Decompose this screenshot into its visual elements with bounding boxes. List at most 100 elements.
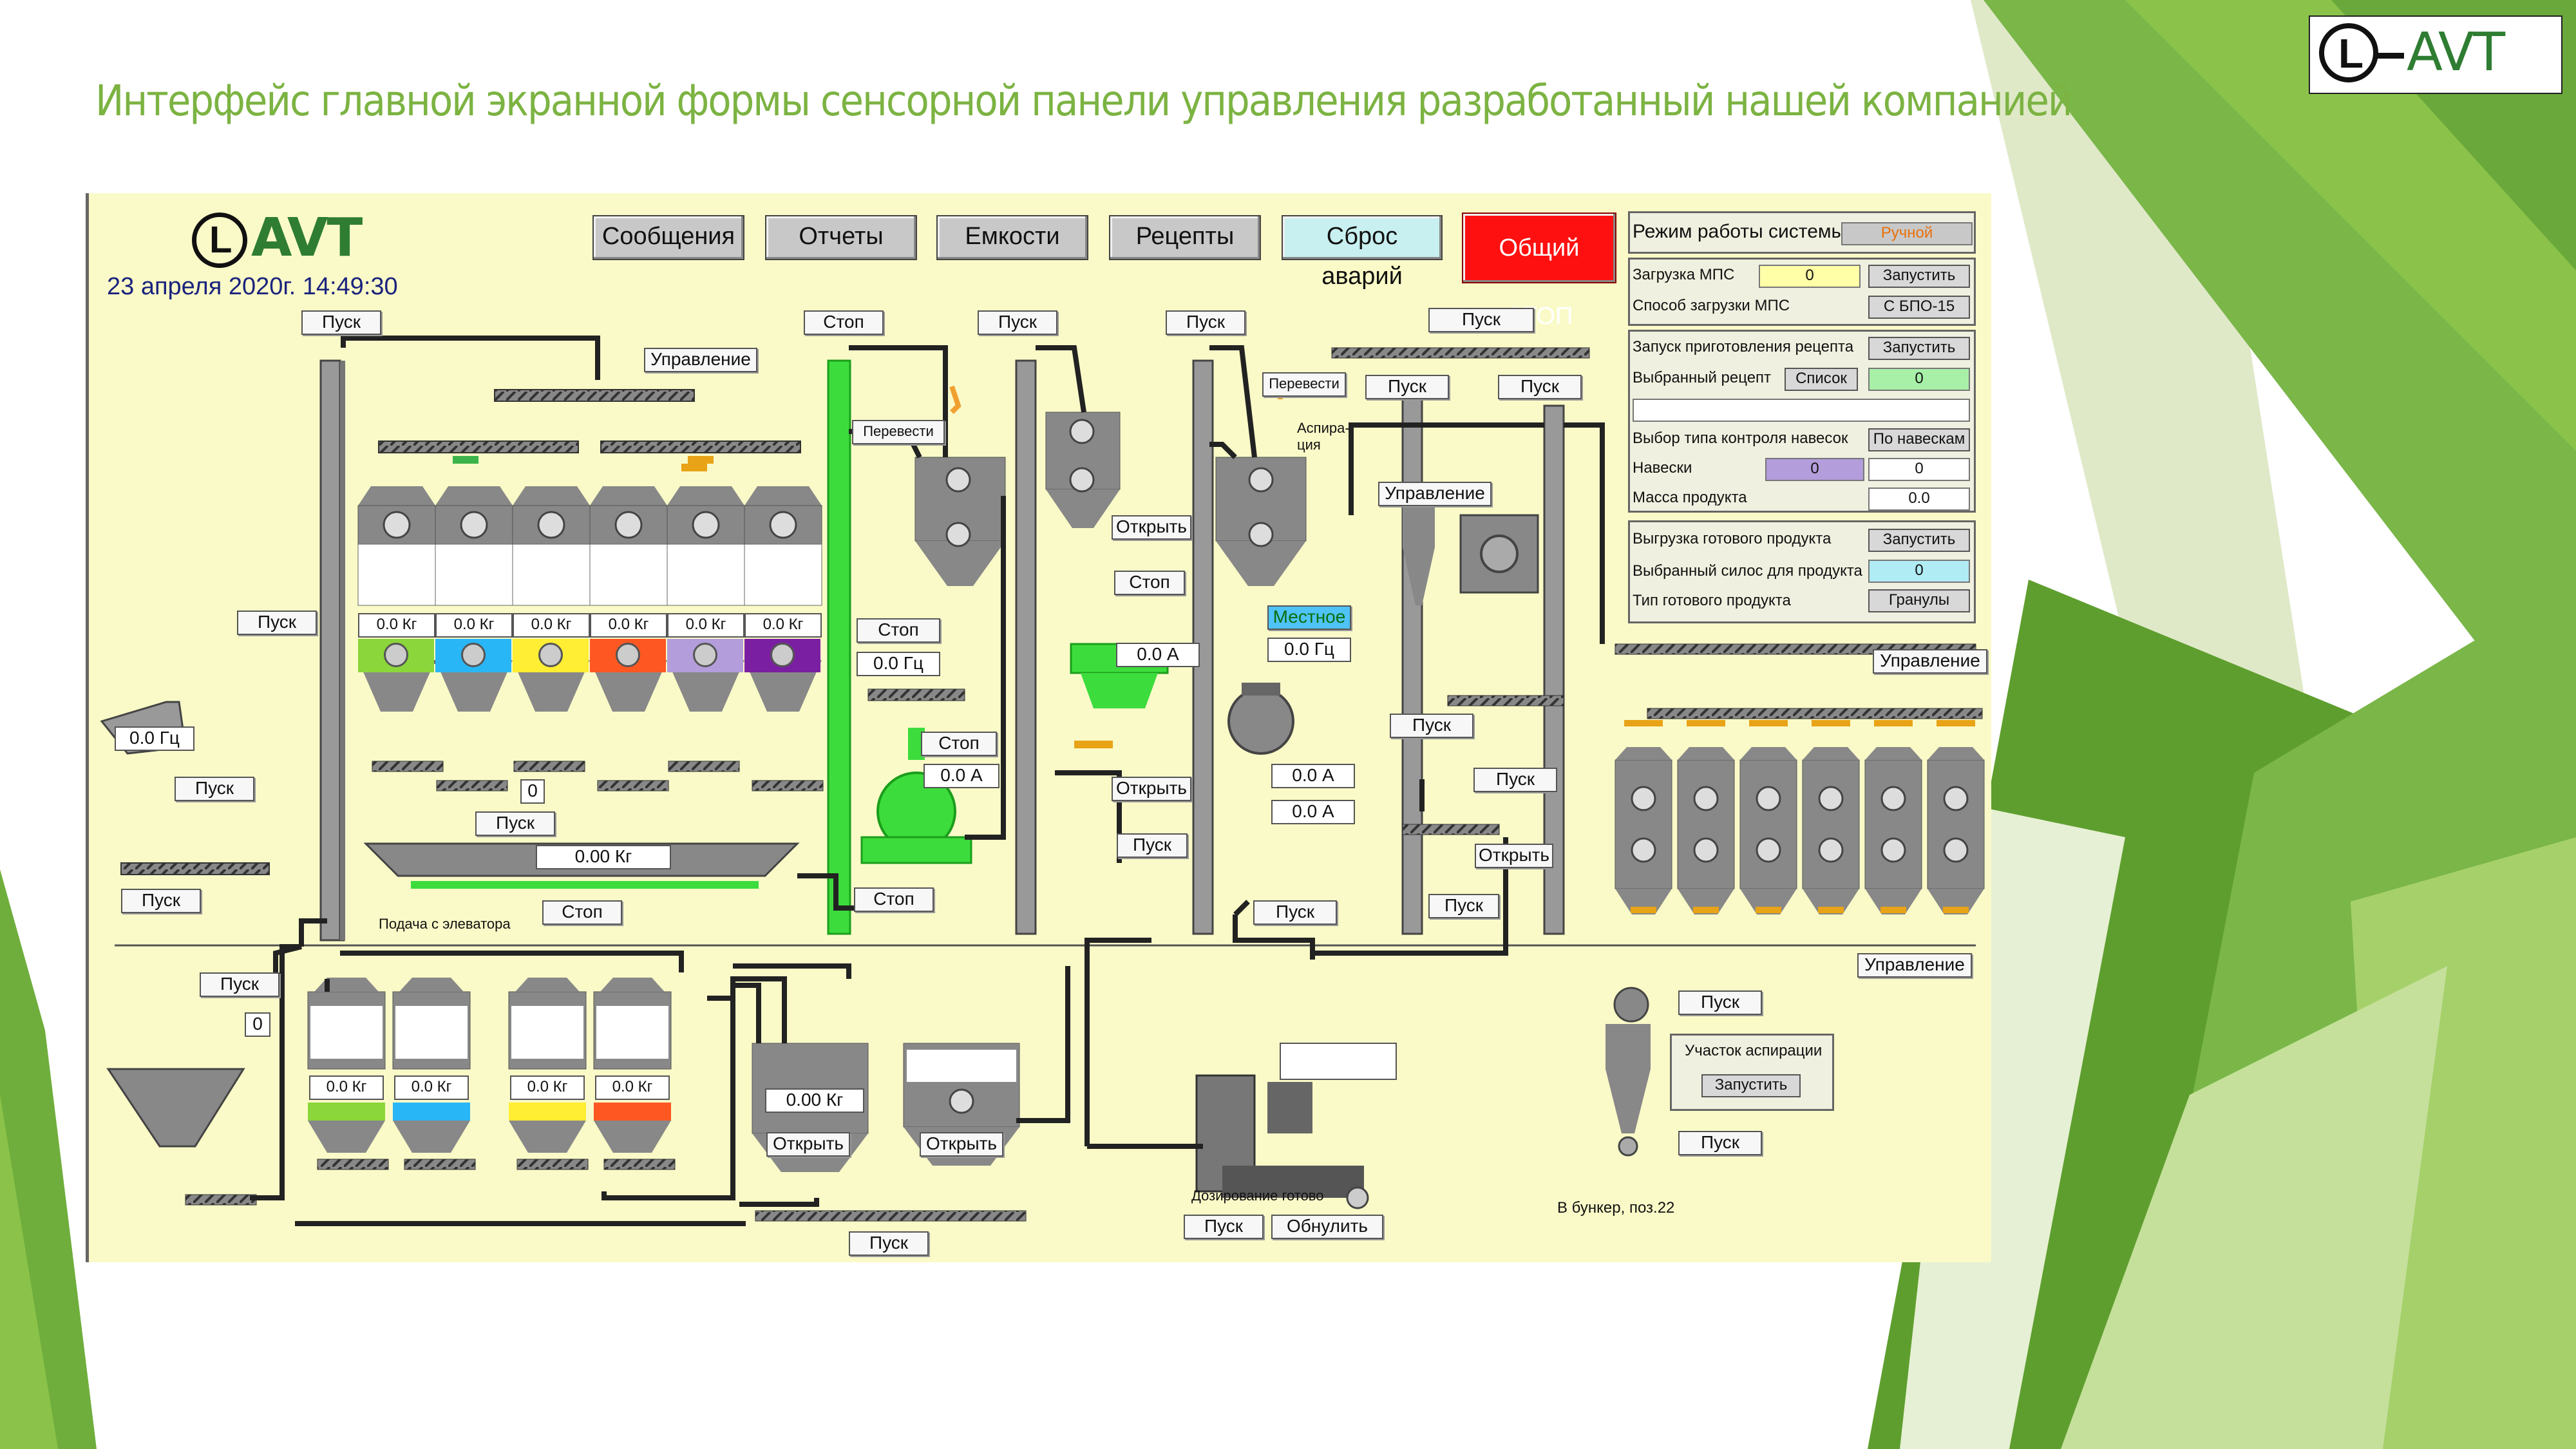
open-button-cooler[interactable]: Открыть: [1112, 777, 1191, 801]
start-button-silo-2[interactable]: Пуск: [978, 310, 1057, 335]
feed-from-elevator-label: Подача с элеватора: [379, 916, 511, 932]
control-button-bins[interactable]: Управление: [644, 348, 757, 372]
bin-color-strip-4: [590, 639, 666, 672]
start-button-bunker[interactable]: Пуск: [475, 811, 555, 836]
hmi-screen: L AVT 23 апреля 2020г. 14:49:30 Сообщени…: [86, 193, 1991, 1262]
start-button-lower-elevator[interactable]: Пуск: [1253, 900, 1337, 925]
control-type-button[interactable]: По навескам: [1868, 428, 1970, 451]
mps-panel: Загрузка МПС 0 Запустить Способ загрузки…: [1628, 258, 1976, 326]
emergency-stop-button[interactable]: Общий СТОП: [1462, 213, 1616, 330]
tanks-button[interactable]: Емкости: [936, 215, 1088, 260]
start-button-lower-hopper[interactable]: Пуск: [200, 972, 279, 997]
reset-alarms-button[interactable]: Сброс аварий: [1282, 215, 1443, 290]
start-button-conveyor-right[interactable]: Пуск: [1428, 894, 1499, 918]
start-button-silo-3[interactable]: Пуск: [1166, 310, 1245, 335]
product-silo-5: [1864, 759, 1922, 889]
silo-label: Выбранный силос для продукта: [1633, 562, 1862, 580]
lower-bin-weight-4: 0.0 Кг: [595, 1075, 670, 1100]
mode-value[interactable]: Ручной: [1841, 222, 1973, 245]
pellet-press: [1227, 683, 1294, 755]
start-button-aspiration-1[interactable]: Пуск: [1678, 990, 1762, 1015]
unload-panel: Выгрузка готового продукта Запустить Выб…: [1628, 520, 1976, 623]
bin-valve-icon[interactable]: [384, 643, 408, 667]
mps-method-button[interactable]: С БПО-15: [1868, 296, 1970, 319]
local-mode-button[interactable]: Местное: [1267, 605, 1351, 630]
lower-bin-weight-3: 0.0 Кг: [510, 1075, 585, 1100]
bin-valve-icon[interactable]: [538, 643, 563, 667]
open-button-scale-hopper[interactable]: Открыть: [766, 1132, 850, 1157]
bin-valve-icon[interactable]: [693, 643, 717, 667]
control-button-silos[interactable]: Управление: [1873, 649, 1987, 674]
messages-button[interactable]: Сообщения: [592, 215, 744, 260]
company-logo: L AVT: [2309, 15, 2562, 94]
stop-button-green-elevator[interactable]: Стоп: [804, 310, 884, 335]
mill-frequency-value: 0.0 Гц: [857, 652, 940, 676]
start-button-left-elevator[interactable]: Пуск: [237, 611, 317, 635]
start-button-top-conveyor[interactable]: Пуск: [1428, 308, 1534, 332]
unload-start-button[interactable]: Запустить: [1868, 529, 1970, 552]
open-button-small-tank[interactable]: Открыть: [920, 1132, 1003, 1157]
start-button-lower-screw[interactable]: Пуск: [849, 1231, 929, 1256]
start-button-cooler-2[interactable]: Пуск: [1498, 375, 1582, 399]
bin-weight-4: 0.0 Кг: [590, 613, 667, 638]
product-type-button[interactable]: Гранулы: [1868, 589, 1970, 612]
portions-value-2: 0: [1868, 458, 1970, 481]
aspiration-panel-label: Участок аспирации: [1685, 1042, 1823, 1059]
recipes-button[interactable]: Рецепты: [1109, 215, 1261, 260]
silo-3: [1215, 457, 1307, 586]
recipe-start-button[interactable]: Запустить: [1868, 337, 1970, 360]
scale-hopper-weight: 0.00 Кг: [765, 1088, 864, 1113]
start-button-elevator[interactable]: Пуск: [301, 310, 381, 335]
aspiration-cyclone: [1605, 987, 1651, 1157]
start-button-intake[interactable]: Пуск: [175, 777, 254, 801]
product-silo-2: [1677, 759, 1735, 889]
mps-method-label: Способ загрузки МПС: [1633, 297, 1790, 314]
bin-valve-icon[interactable]: [616, 643, 640, 667]
stop-button-silo-2[interactable]: Стоп: [1114, 571, 1185, 595]
elevator-5: [1401, 398, 1423, 935]
open-button-cooler-2[interactable]: Открыть: [1475, 844, 1553, 868]
stop-button-bunker[interactable]: Стоп: [542, 900, 622, 925]
press-current-value-1: 0.0 А: [1271, 764, 1355, 788]
start-button-cooler-1[interactable]: Пуск: [1365, 375, 1449, 399]
stop-button-mill-motor[interactable]: Стоп: [921, 732, 997, 756]
unload-label: Выгрузка готового продукта: [1633, 530, 1832, 547]
recipe-value: 0: [1868, 368, 1970, 391]
lower-bin-color-3: [509, 1103, 586, 1121]
stop-button-mill[interactable]: Стоп: [857, 618, 940, 643]
recipe-list-button[interactable]: Список: [1785, 368, 1858, 391]
control-button-lower-right[interactable]: Управление: [1857, 953, 1972, 978]
start-button-aspiration-2[interactable]: Пуск: [1678, 1131, 1762, 1155]
start-button-left-screw[interactable]: Пуск: [121, 889, 201, 913]
lower-bin-color-4: [594, 1103, 671, 1121]
transfer-button-1[interactable]: Перевести: [852, 420, 945, 444]
mps-load-label: Загрузка МПС: [1633, 266, 1735, 283]
bin-color-strip-1: [358, 639, 434, 672]
lower-bin-color-2: [393, 1103, 470, 1121]
start-button-cooler-3[interactable]: Пуск: [1473, 768, 1557, 792]
product-silo-3: [1739, 759, 1797, 889]
recipe-name-field: [1633, 399, 1970, 422]
recipe-selected-label: Выбранный рецепт: [1633, 369, 1772, 386]
conditioner-current-value: 0.0 А: [1116, 643, 1200, 667]
stop-button-green-mill[interactable]: Стоп: [854, 887, 934, 912]
start-button-mid-screw[interactable]: Пуск: [1117, 833, 1188, 858]
aspiration-start-button[interactable]: Запустить: [1701, 1074, 1801, 1097]
open-button-silo-2[interactable]: Открыть: [1112, 515, 1191, 540]
control-button-cooler[interactable]: Управление: [1378, 482, 1492, 506]
transfer-button-2[interactable]: Перевести: [1262, 372, 1346, 397]
portions-value-1: 0: [1765, 458, 1864, 481]
bin-color-strip-2: [435, 639, 511, 672]
reset-button-dosing[interactable]: Обнулить: [1271, 1215, 1383, 1239]
product-mass-value: 0.0: [1868, 488, 1970, 511]
start-button-dosing[interactable]: Пуск: [1184, 1215, 1264, 1239]
press-current-value-2: 0.0 А: [1271, 800, 1355, 824]
bunker-conveyor: [411, 881, 759, 889]
bin-valve-icon[interactable]: [461, 643, 486, 667]
product-type-label: Тип готового продукта: [1633, 592, 1791, 609]
reports-button[interactable]: Отчеты: [765, 215, 917, 260]
bin-valve-icon[interactable]: [770, 643, 795, 667]
mps-start-button[interactable]: Запустить: [1868, 265, 1970, 288]
start-button-cyclone[interactable]: Пуск: [1390, 714, 1473, 738]
intake-frequency-value: 0.0 Гц: [115, 726, 194, 751]
